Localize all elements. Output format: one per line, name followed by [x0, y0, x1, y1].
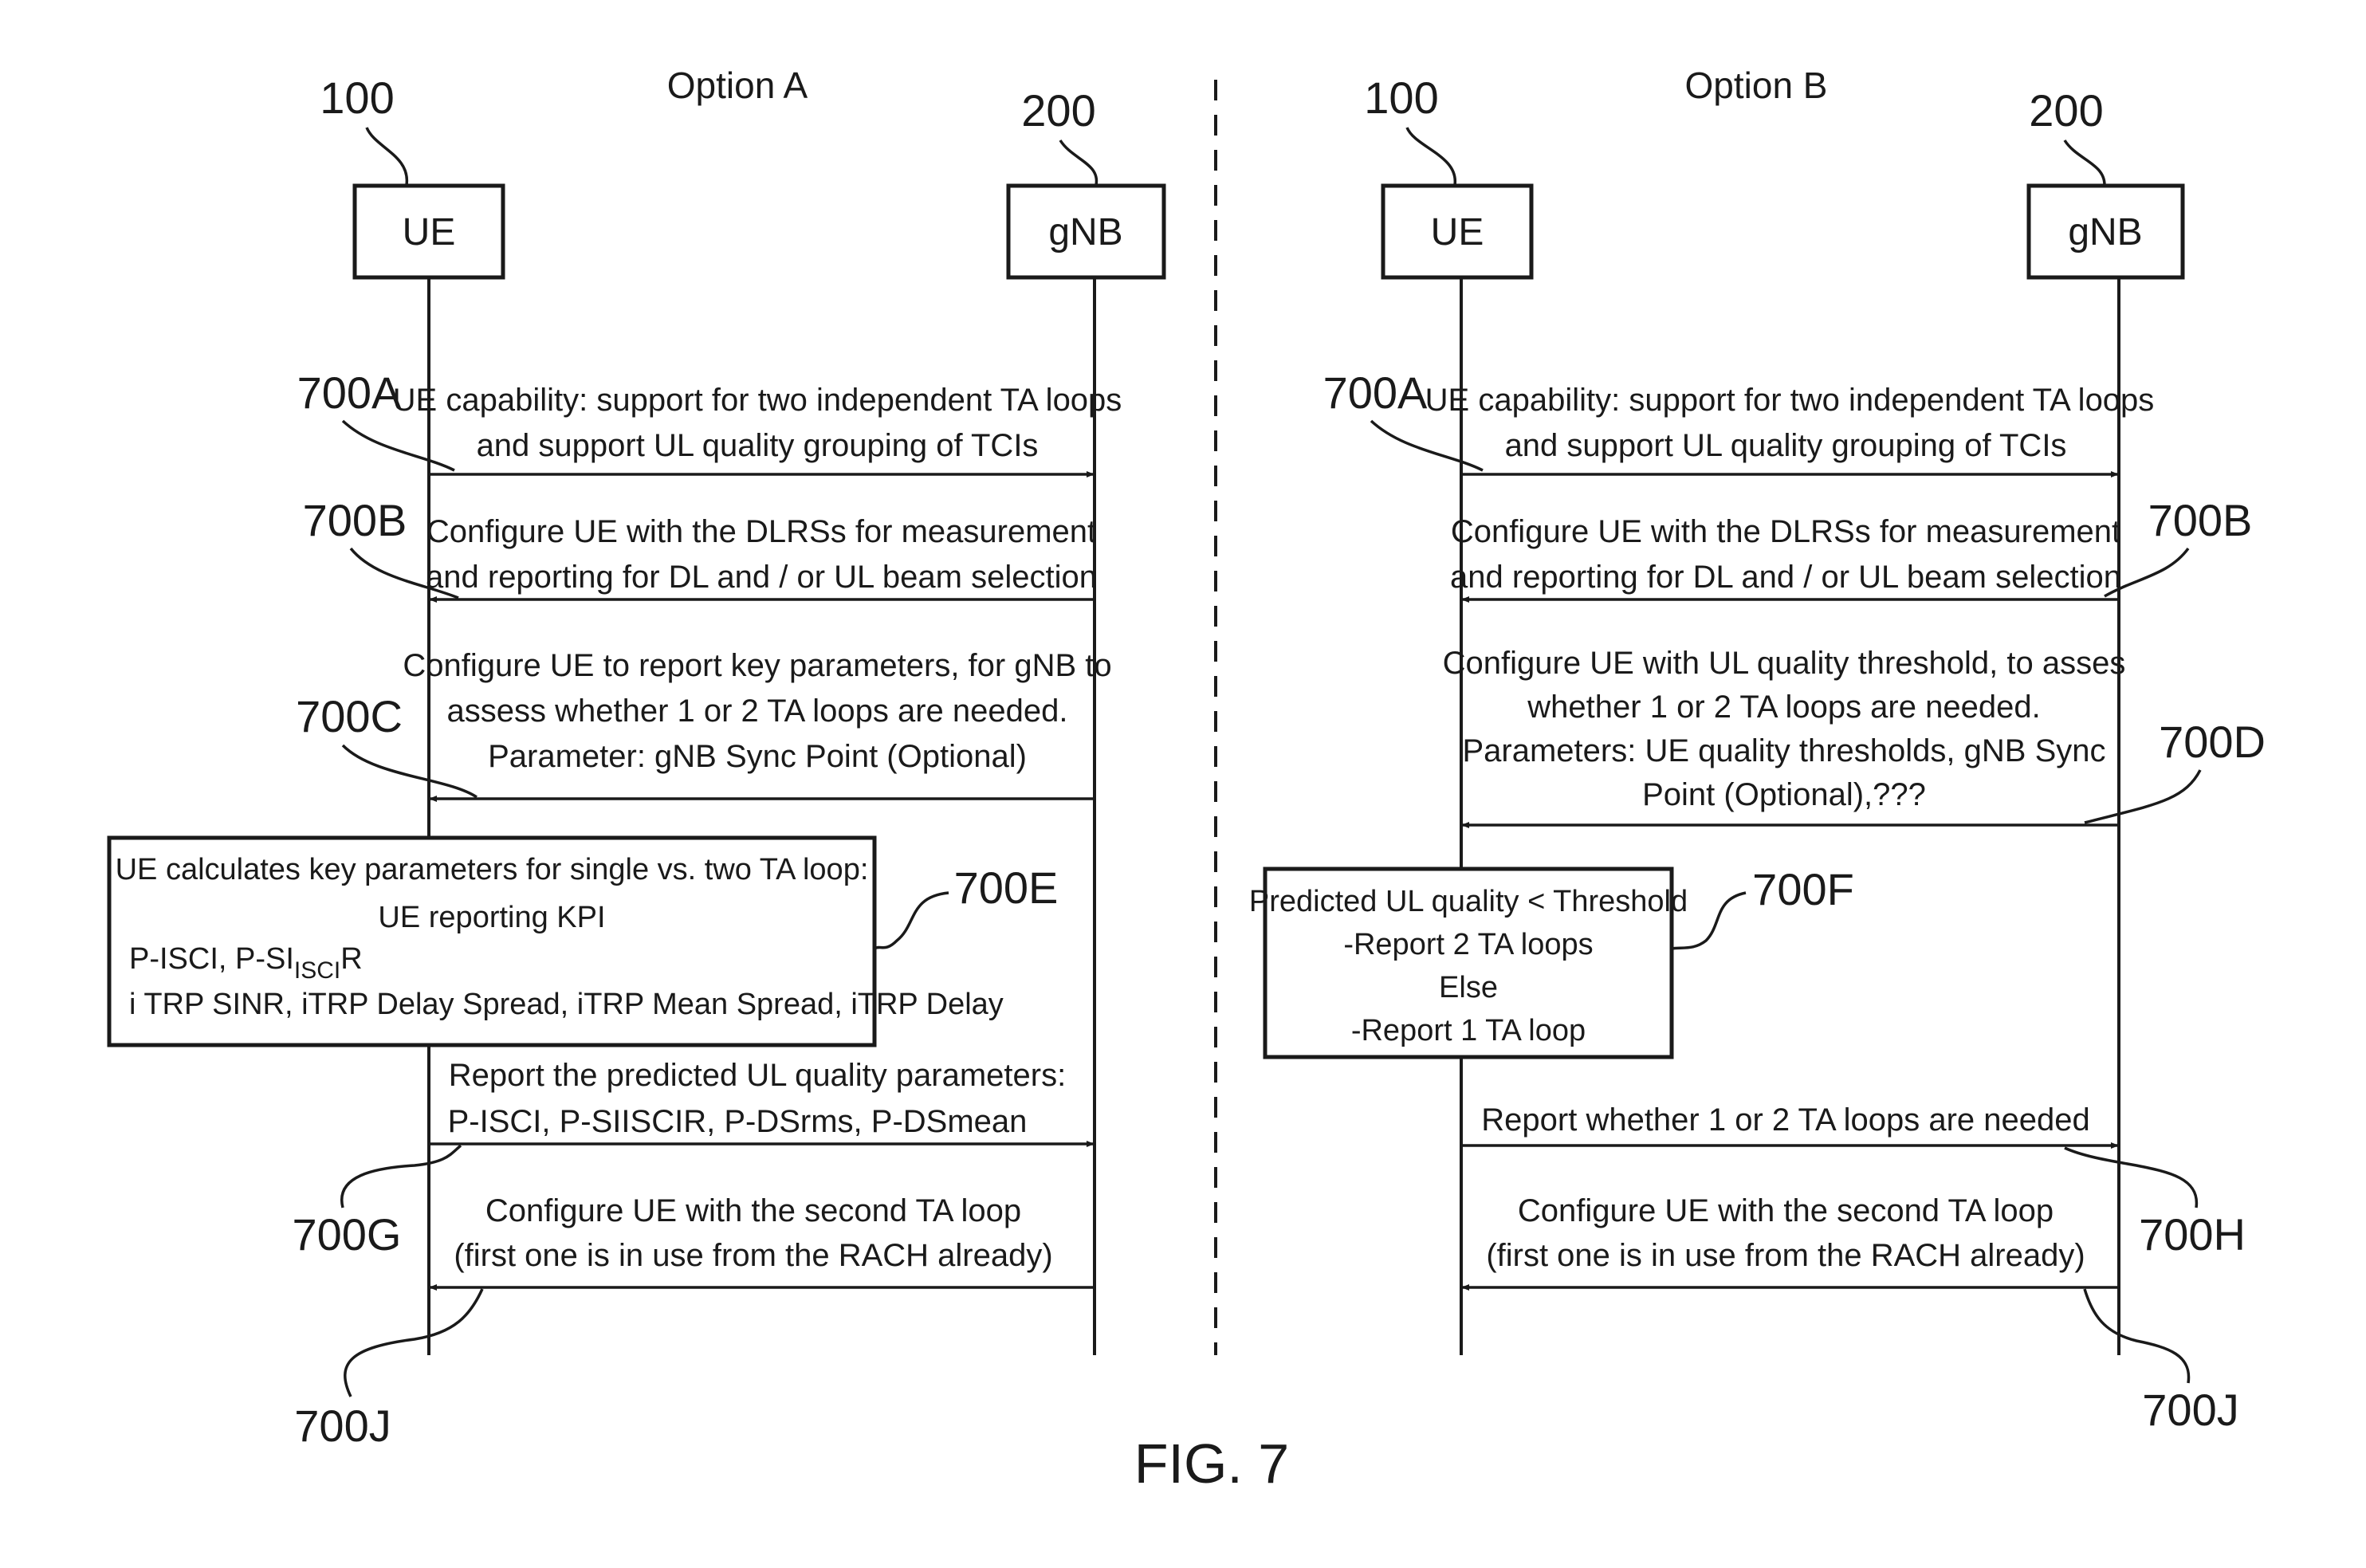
msg-b2-line-1: Configure UE with the DLRSs for measurem… [1451, 514, 2120, 549]
msg-b5-ref: 700J [2142, 1385, 2238, 1435]
ue-ref-a-leader [365, 127, 408, 186]
msg-b5-line-2: (first one is in use from the RACH alrea… [1486, 1238, 2085, 1273]
msg-a1-line-1: UE capability: support for two independe… [393, 383, 1122, 418]
msg-a1-line-2: and support UL quality grouping of TCIs [477, 428, 1039, 463]
ue-box-b [1381, 183, 1534, 280]
msg-a2-line-2: and reporting for DL and / or UL beam se… [426, 560, 1097, 595]
calc-box-line-3-post: R [340, 942, 362, 976]
decision-box-line-4: -Report 1 TA loop [1351, 1014, 1586, 1047]
msg-a3-line-2: assess whether 1 or 2 TA loops are neede… [446, 694, 1067, 729]
gnb-label-b: gNB [2068, 211, 2142, 253]
calc-box-line-3-pre: P-ISCI, P-SI [129, 942, 294, 976]
option-a-title: Option A [667, 65, 808, 106]
decision-box-line-1: Predicted UL quality < Threshold [1249, 885, 1688, 918]
msg-b4-line-1: Report whether 1 or 2 TA loops are neede… [1481, 1102, 2089, 1138]
msg-a1-ref: 700A [297, 367, 402, 418]
decision-box-line-3: Else [1439, 971, 1498, 1004]
msg-a2-line-1: Configure UE with the DLRSs for measurem… [426, 514, 1096, 549]
calc-box-line-3: P-ISCI, P-SIISCIR [129, 942, 363, 984]
gnb-box-a [1006, 183, 1166, 280]
msg-b3-ref-leader [2084, 769, 2202, 824]
option-b-title: Option B [1685, 65, 1828, 106]
ue-ref-a: 100 [320, 73, 394, 123]
msg-a3-ref: 700C [296, 691, 403, 741]
calc-box-line-1: UE calculates key parameters for single … [116, 853, 869, 886]
msg-b3-line-3: Parameters: UE quality thresholds, gNB S… [1462, 733, 2105, 768]
gnb-ref-a: 200 [1021, 85, 1095, 136]
msg-a5-ref-leader [344, 1288, 484, 1397]
calc-box-line-4: i TRP SINR, iTRP Delay Spread, iTRP Mean… [129, 988, 1004, 1021]
msg-b3-line-4: Point (Optional),??? [1642, 777, 1926, 812]
gnb-ref-a-leader [1059, 140, 1098, 186]
decision-box-ref: 700F [1752, 864, 1854, 914]
decision-box-ref-leader [1671, 891, 1747, 950]
msg-a2-ref: 700B [303, 495, 407, 545]
msg-b4-ref: 700H [2139, 1209, 2246, 1260]
msg-a3-line-3: Parameter: gNB Sync Point (Optional) [488, 739, 1027, 774]
msg-a5-ref: 700J [294, 1401, 391, 1451]
msg-a5-line-1: Configure UE with the second TA loop [485, 1193, 1021, 1228]
gnb-ref-b: 200 [2029, 85, 2103, 136]
msg-b1-line-1: UE capability: support for two independe… [1425, 383, 2155, 418]
msg-b1-line-2: and support UL quality grouping of TCIs [1505, 428, 2067, 463]
msg-b4-ref-leader [2064, 1146, 2199, 1208]
msg-a3-ref-leader [341, 744, 478, 799]
msg-b3-line-1: Configure UE with UL quality threshold, … [1443, 646, 2126, 681]
msg-b3-line-2: whether 1 or 2 TA loops are needed. [1527, 690, 2040, 725]
msg-a3-line-1: Configure UE to report key parameters, f… [403, 648, 1111, 683]
msg-a1-ref-leader [341, 419, 455, 472]
ue-ref-b-leader [1405, 127, 1456, 186]
msg-b2-ref-leader [2104, 547, 2190, 598]
calc-box-line-2: UE reporting KPI [378, 901, 605, 934]
decision-box-line-2: -Report 2 TA loops [1343, 928, 1593, 961]
msg-b2-line-2: and reporting for DL and / or UL beam se… [1450, 560, 2121, 595]
msg-b2-ref: 700B [2148, 495, 2253, 545]
ue-ref-b: 100 [1364, 73, 1438, 123]
msg-a4-ref: 700G [293, 1209, 402, 1260]
msg-b3-ref: 700D [2159, 717, 2266, 767]
msg-a4-line-1: Report the predicted UL quality paramete… [449, 1058, 1066, 1093]
ue-label-b: UE [1431, 211, 1484, 253]
msg-b1-ref: 700A [1323, 367, 1428, 418]
msg-b5-ref-leader [2083, 1288, 2191, 1384]
calc-box-line-3-sub: ISCI [294, 957, 340, 984]
gnb-label-a: gNB [1048, 211, 1122, 253]
gnb-ref-b-leader [2063, 140, 2106, 186]
msg-b5-line-1: Configure UE with the second TA loop [1518, 1193, 2054, 1228]
calc-box [107, 835, 877, 1047]
msg-a2-ref-leader [349, 547, 459, 599]
msg-a4-line-2: P-ISCI, P-SIISCIR, P-DSrms, P-DSmean [448, 1104, 1028, 1139]
gnb-box-b [2026, 183, 2185, 280]
decision-box [1263, 867, 1674, 1059]
msg-a5-line-2: (first one is in use from the RACH alrea… [454, 1238, 1052, 1273]
calc-box-ref: 700E [954, 863, 1059, 913]
calc-box-ref-leader [874, 891, 949, 950]
msg-a4-ref-leader [340, 1144, 462, 1208]
figure-caption: FIG. 7 [1134, 1432, 1289, 1495]
msg-b1-ref-leader [1370, 419, 1484, 472]
ue-label-a: UE [403, 211, 456, 253]
